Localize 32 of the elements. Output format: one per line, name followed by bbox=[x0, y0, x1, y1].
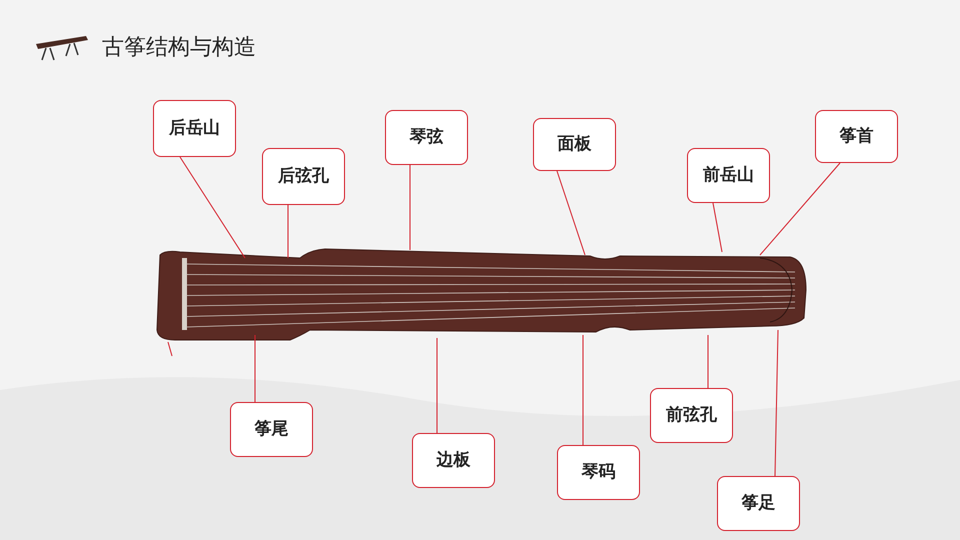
part-label: 琴弦 bbox=[410, 126, 444, 149]
label-box bbox=[412, 433, 495, 488]
label-box bbox=[557, 445, 640, 500]
part-label: 筝足 bbox=[742, 492, 776, 515]
leader-line bbox=[774, 330, 778, 476]
title: 古筝结构与构造 bbox=[102, 34, 256, 62]
label-box bbox=[650, 388, 733, 443]
label-box bbox=[815, 110, 898, 163]
part-label: 筝尾 bbox=[254, 418, 288, 441]
label-box bbox=[230, 402, 313, 457]
guzheng-drawing bbox=[156, 248, 806, 356]
leader-line bbox=[556, 170, 586, 256]
part-label: 前弦孔 bbox=[666, 404, 717, 427]
leader-line bbox=[254, 334, 256, 402]
leader-line bbox=[180, 156, 246, 258]
label-box bbox=[533, 118, 616, 171]
leader-line bbox=[712, 202, 722, 252]
part-label: 后岳山 bbox=[169, 116, 220, 140]
part-label: 后弦孔 bbox=[278, 164, 329, 188]
part-label: 面板 bbox=[558, 132, 592, 156]
part-label: 前岳山 bbox=[703, 164, 754, 187]
part-label: 琴码 bbox=[582, 460, 616, 484]
label-box bbox=[687, 148, 770, 203]
label-box bbox=[717, 476, 800, 531]
leader-line bbox=[760, 162, 840, 256]
label-box bbox=[153, 100, 236, 157]
leader-line bbox=[582, 334, 584, 446]
label-box bbox=[262, 148, 345, 205]
leader-line bbox=[436, 338, 438, 434]
part-label: 筝首 bbox=[840, 124, 874, 148]
label-box bbox=[385, 110, 468, 165]
part-label: 边板 bbox=[436, 448, 470, 472]
